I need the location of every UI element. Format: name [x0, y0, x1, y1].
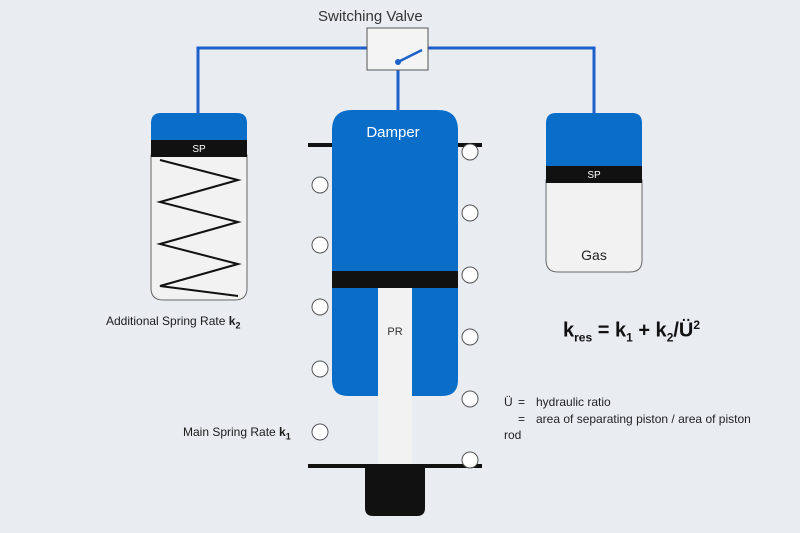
right-accumulator: [545, 113, 643, 273]
main-k: k: [279, 425, 286, 439]
left-accumulator-body: [150, 154, 248, 301]
damper-mount-block: [365, 468, 425, 516]
formula-div: /Ü: [673, 319, 694, 342]
resultant-spring-rate-formula: kres = k1 + k2/Ü2: [563, 318, 700, 345]
damper-body: [332, 110, 458, 396]
main-spring-coils-left: [311, 176, 329, 441]
additional-spring-rate-label: Additional Spring Rate k2: [106, 314, 240, 330]
coil-circle: [311, 236, 329, 254]
formula-res-sub: res: [574, 330, 593, 345]
coil-circle: [461, 451, 479, 469]
valve-switch-arm: [397, 48, 423, 64]
additional-spring-rate-text: Additional Spring Rate: [106, 314, 229, 328]
spring-coil: [156, 159, 242, 297]
left-accumulator: [150, 113, 248, 301]
formula-k: k: [563, 319, 575, 342]
coil-circle: [311, 360, 329, 378]
piston-rod: [378, 288, 412, 465]
legend-eq-2: =: [518, 412, 526, 426]
main-spring-rate-label: Main Spring Rate k1: [183, 425, 291, 441]
additional-k-sub: 2: [235, 320, 241, 331]
legend-area-ratio: area of separating piston / area of pist…: [536, 412, 751, 426]
switching-valve-title: Switching Valve: [318, 8, 423, 25]
additional-k: k: [228, 314, 236, 328]
coil-circle: [461, 143, 479, 161]
gas-label: Gas: [581, 247, 607, 263]
main-k-sub: 1: [285, 431, 291, 442]
damper-label: Damper: [366, 124, 419, 141]
main-spring-rate-text: Main Spring Rate: [183, 425, 280, 439]
left-separating-piston: [151, 140, 247, 157]
formula-sup: 2: [693, 318, 701, 332]
damper-piston: [332, 271, 458, 288]
coil-circle: [461, 204, 479, 222]
formula-eq: = k: [592, 319, 627, 342]
legend-line-1: Ü = hydraulic ratio: [504, 395, 611, 409]
main-spring-coils-right: [461, 143, 479, 469]
valve-pivot: [395, 59, 401, 65]
legend-symbol: Ü: [504, 395, 513, 409]
right-accumulator-top: [546, 113, 642, 168]
coil-circle: [461, 328, 479, 346]
switching-valve[interactable]: [366, 27, 429, 71]
legend-eq: =: [518, 395, 526, 409]
legend-line-3: rod: [504, 428, 522, 442]
line-to-right-accumulator: [428, 46, 596, 113]
piston-rod-label: PR: [387, 326, 402, 338]
formula-sub1: 1: [626, 330, 633, 345]
formula-sub2: 2: [666, 330, 674, 345]
legend-line-2: = area of separating piston / area of pis…: [518, 412, 751, 426]
legend-hydraulic-ratio: hydraulic ratio: [536, 395, 611, 409]
coil-circle: [461, 390, 479, 408]
coil-circle: [311, 176, 329, 194]
left-accumulator-top: [151, 113, 247, 142]
right-separating-piston: [546, 166, 642, 183]
line-to-left-accumulator: [196, 46, 367, 113]
damper-group: [308, 110, 482, 516]
right-accumulator-body: [545, 179, 643, 273]
left-sp-label: SP: [192, 144, 206, 155]
coil-circle: [311, 423, 329, 441]
right-sp-label: SP: [587, 170, 601, 181]
coil-circle: [461, 266, 479, 284]
formula-plus: + k: [632, 319, 667, 342]
coil-circle: [311, 298, 329, 316]
